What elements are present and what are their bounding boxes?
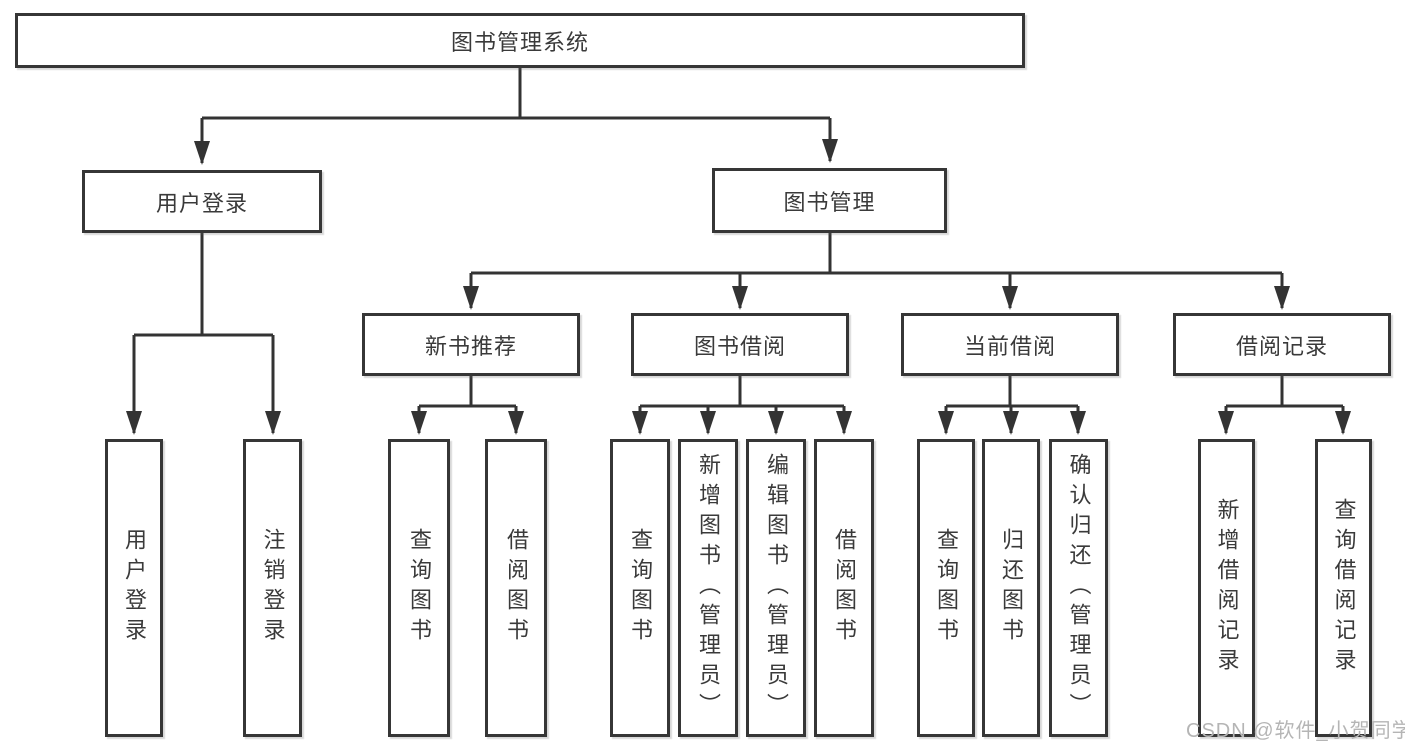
node-book-borrow: 图书借阅: [631, 313, 849, 376]
leaf-add-borrow-record-label: 新增借阅记录: [1214, 498, 1240, 678]
node-current-borrow: 当前借阅: [901, 313, 1119, 376]
leaf-logout: 注销登录: [243, 439, 302, 737]
node-borrow-records: 借阅记录: [1173, 313, 1391, 376]
leaf-borrow-book-label: 借阅图书: [832, 528, 857, 648]
leaf-add-borrow-record: 新增借阅记录: [1198, 439, 1255, 737]
leaf-return-book: 归还图书: [982, 439, 1040, 737]
leaf-query-book-current-label: 查询图书: [934, 528, 959, 648]
leaf-query-book-recommend: 查询图书: [388, 439, 450, 737]
leaf-user-login-label: 用户登录: [122, 528, 147, 648]
leaf-add-book-admin: 新增图书（管理员）: [678, 439, 738, 737]
leaf-add-book-admin-label: 新增图书（管理员）: [696, 453, 721, 723]
node-new-book-recommend: 新书推荐: [362, 313, 580, 376]
leaf-query-book-borrow: 查询图书: [610, 439, 670, 737]
leaf-confirm-return-admin-label: 确认归还（管理员）: [1066, 453, 1092, 723]
leaf-query-book-current: 查询图书: [917, 439, 975, 737]
leaf-borrow-book-recommend-label: 借阅图书: [504, 528, 529, 648]
leaf-borrow-book: 借阅图书: [814, 439, 874, 737]
leaf-edit-book-admin: 编辑图书（管理员）: [746, 439, 806, 737]
node-root-system: 图书管理系统: [15, 13, 1025, 68]
leaf-confirm-return-admin: 确认归还（管理员）: [1049, 439, 1108, 737]
csdn-watermark: CSDN @软件_小贺同学: [1186, 720, 1405, 742]
leaf-edit-book-admin-label: 编辑图书（管理员）: [764, 453, 789, 723]
leaf-return-book-label: 归还图书: [999, 528, 1024, 648]
leaf-borrow-book-recommend: 借阅图书: [485, 439, 547, 737]
leaf-query-book-borrow-label: 查询图书: [628, 528, 653, 648]
leaf-query-book-recommend-label: 查询图书: [407, 528, 432, 648]
leaf-query-borrow-record: 查询借阅记录: [1315, 439, 1372, 737]
leaf-logout-label: 注销登录: [260, 528, 286, 648]
node-book-management: 图书管理: [712, 168, 947, 233]
node-user-login: 用户登录: [82, 170, 322, 233]
leaf-user-login: 用户登录: [105, 439, 163, 737]
leaf-query-borrow-record-label: 查询借阅记录: [1331, 498, 1357, 678]
